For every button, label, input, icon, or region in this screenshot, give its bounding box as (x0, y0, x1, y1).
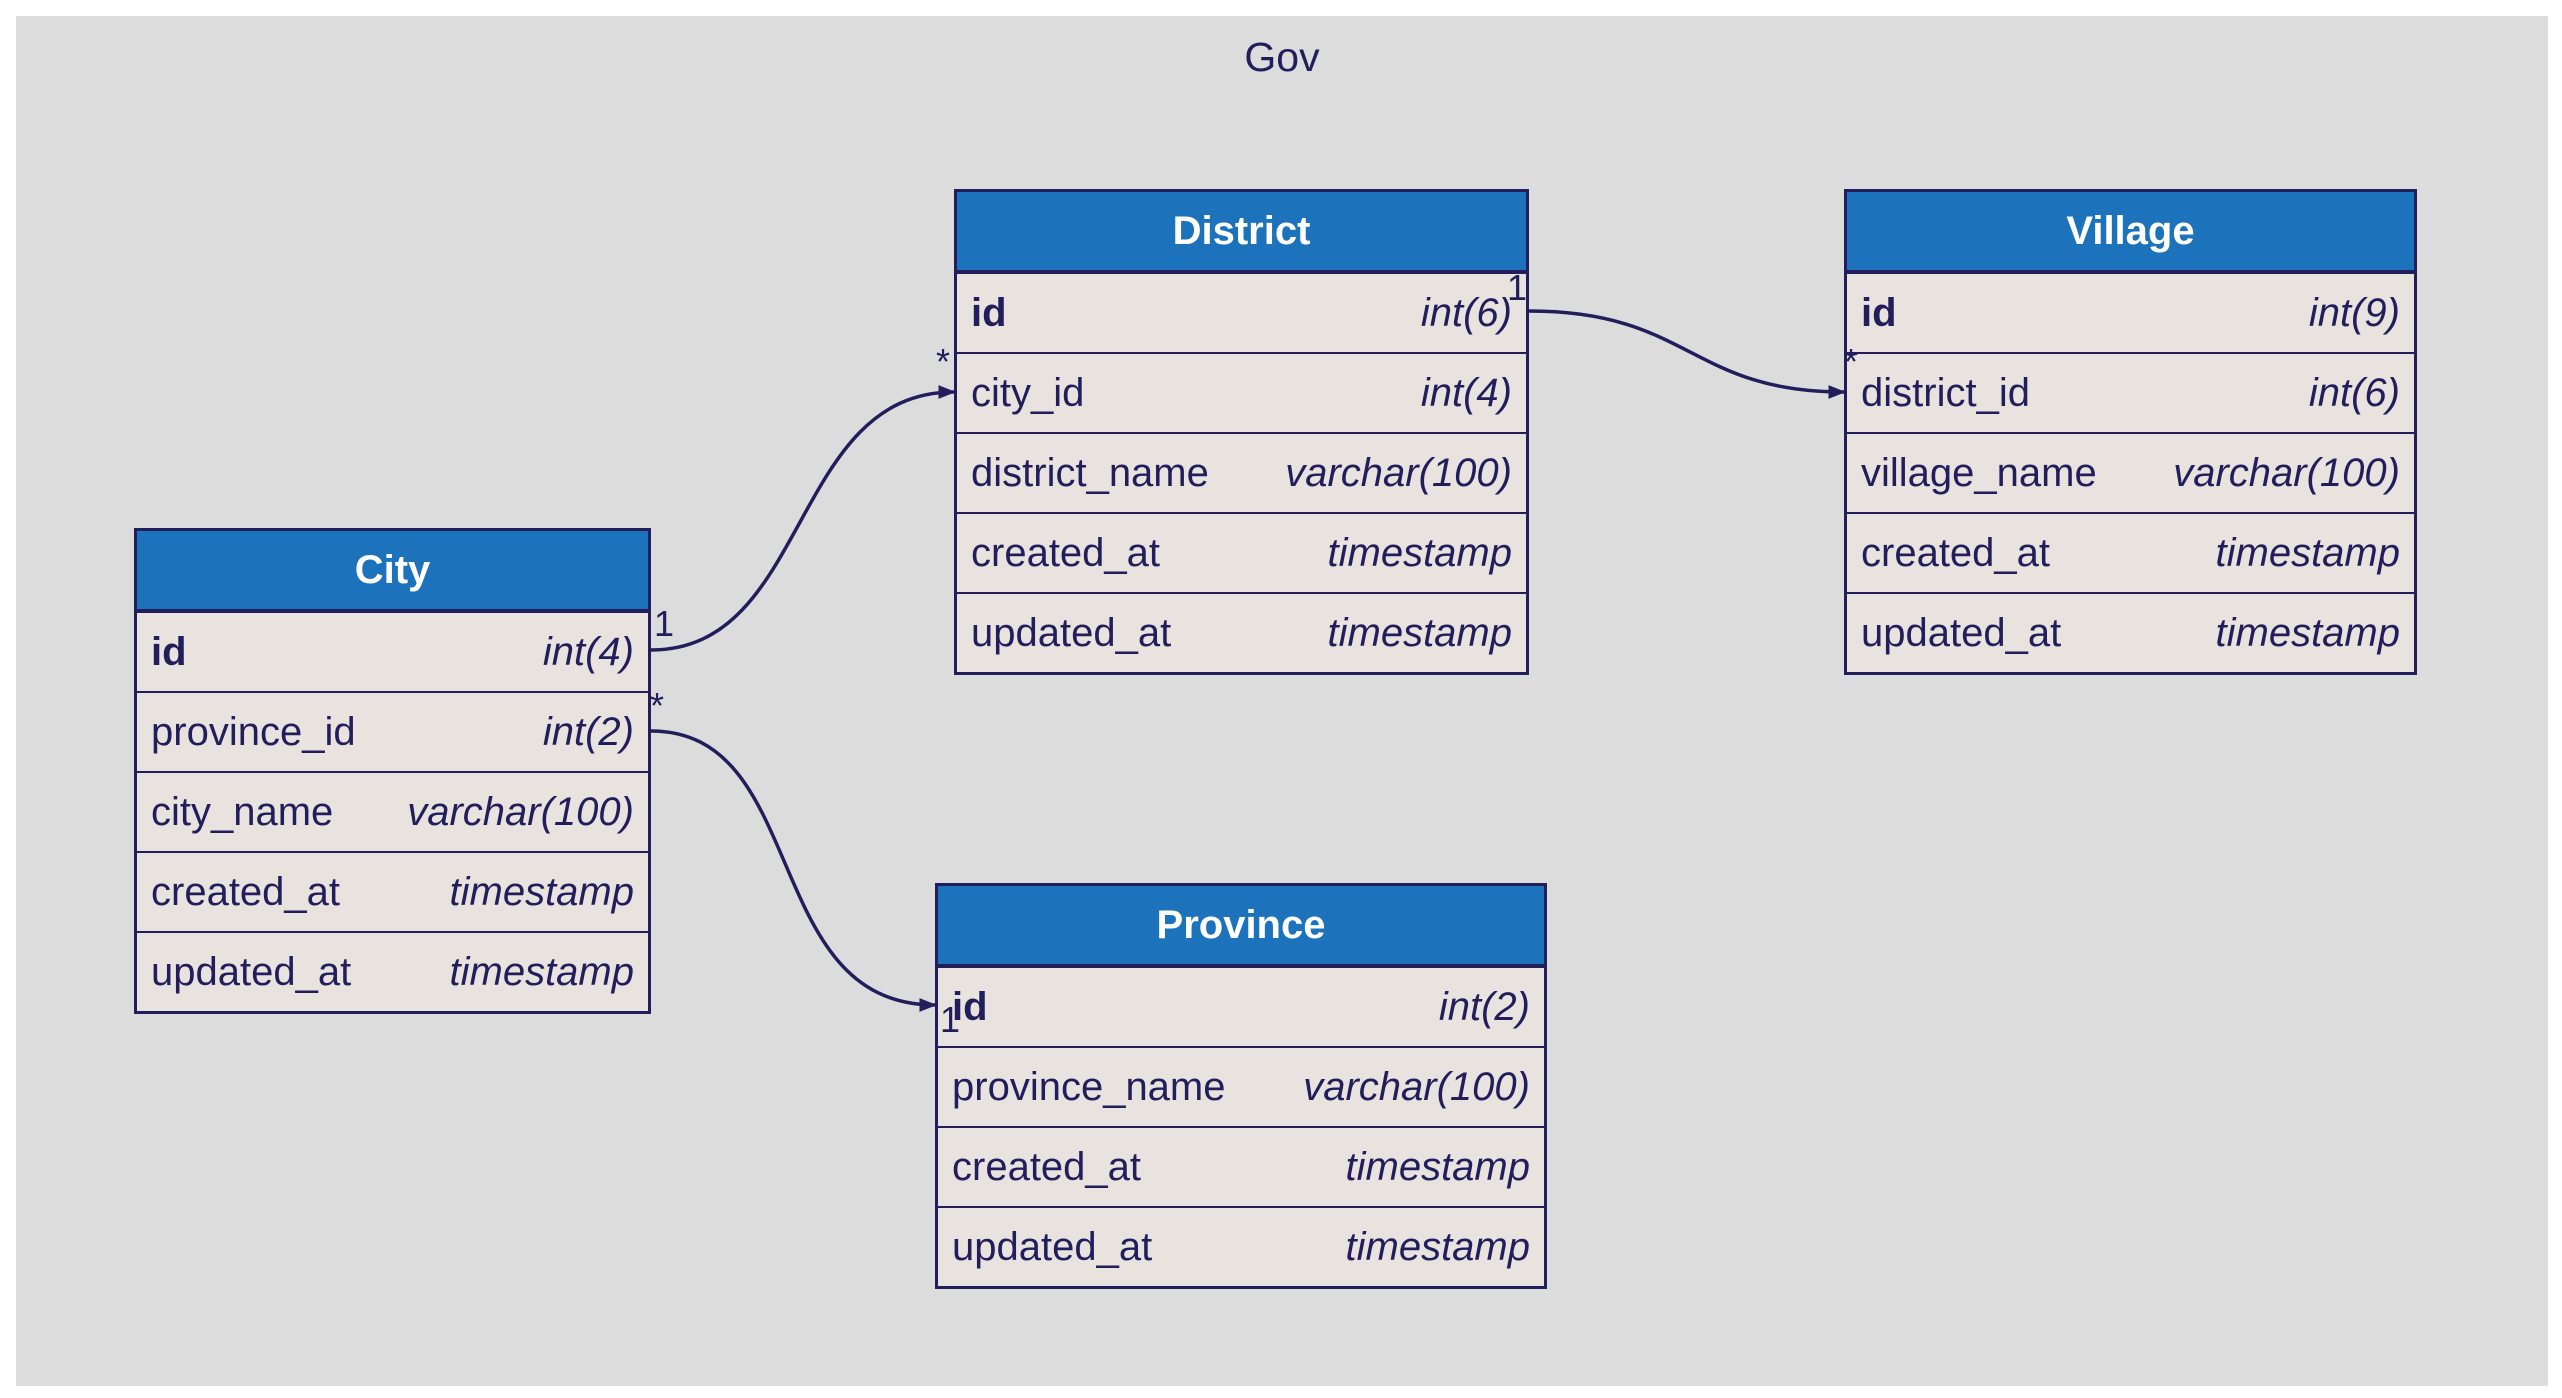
field-row[interactable]: province_id int(2) (137, 691, 648, 771)
field-type: timestamp (449, 869, 635, 914)
field-row[interactable]: updated_at timestamp (957, 592, 1526, 672)
field-name: province_name (952, 1064, 1226, 1109)
field-type: varchar(100) (1303, 1064, 1530, 1109)
table-title: District (957, 192, 1526, 272)
table-title: Village (1847, 192, 2414, 272)
field-type: timestamp (449, 949, 635, 994)
field-type: int(4) (1420, 370, 1512, 415)
field-name: updated_at (952, 1224, 1153, 1269)
table-title: Province (938, 886, 1544, 966)
field-row[interactable]: province_name varchar(100) (938, 1046, 1544, 1126)
field-type: int(6) (2308, 370, 2400, 415)
field-row[interactable]: id int(4) (137, 611, 648, 691)
table-province[interactable]: Province id int(2) province_name varchar(1… (935, 883, 1547, 1289)
field-name: city_name (151, 789, 334, 834)
field-name: district_name (971, 450, 1209, 495)
field-row[interactable]: created_at timestamp (1847, 512, 2414, 592)
field-row[interactable]: village_name varchar(100) (1847, 432, 2414, 512)
field-row[interactable]: id int(2) (938, 966, 1544, 1046)
field-type: int(2) (1438, 984, 1530, 1029)
field-type: timestamp (2215, 530, 2401, 575)
field-type: timestamp (1345, 1224, 1531, 1269)
field-name: city_id (971, 370, 1085, 415)
field-row[interactable]: district_name varchar(100) (957, 432, 1526, 512)
field-row[interactable]: updated_at timestamp (1847, 592, 2414, 672)
field-row[interactable]: created_at timestamp (137, 851, 648, 931)
table-city[interactable]: City id int(4) province_id int(2) city_nam… (134, 528, 651, 1014)
field-type: int(6) (1420, 290, 1512, 335)
field-row[interactable]: created_at timestamp (938, 1126, 1544, 1206)
field-row[interactable]: city_id int(4) (957, 352, 1526, 432)
field-type: timestamp (2215, 610, 2401, 655)
field-type: varchar(100) (1285, 450, 1512, 495)
field-name: province_id (151, 709, 356, 754)
field-row[interactable]: city_name varchar(100) (137, 771, 648, 851)
table-title: City (137, 531, 648, 611)
field-type: int(2) (542, 709, 634, 754)
field-name: created_at (151, 869, 341, 914)
field-type: timestamp (1327, 610, 1513, 655)
field-name: id (952, 984, 988, 1029)
field-type: timestamp (1345, 1144, 1531, 1189)
field-name: id (151, 629, 187, 674)
field-type: timestamp (1327, 530, 1513, 575)
field-name: district_id (1861, 370, 2030, 415)
field-type: varchar(100) (407, 789, 634, 834)
cluster-title: Gov (1244, 34, 1320, 80)
field-name: created_at (971, 530, 1161, 575)
field-name: updated_at (1861, 610, 2062, 655)
table-district[interactable]: District id int(6) city_id int(4) district… (954, 189, 1529, 675)
field-name: created_at (1861, 530, 2051, 575)
field-name: updated_at (151, 949, 352, 994)
field-name: created_at (952, 1144, 1142, 1189)
field-type: int(4) (542, 629, 634, 674)
field-name: updated_at (971, 610, 1172, 655)
field-row[interactable]: updated_at timestamp (938, 1206, 1544, 1286)
field-row[interactable]: district_id int(6) (1847, 352, 2414, 432)
field-row[interactable]: updated_at timestamp (137, 931, 648, 1011)
field-name: id (971, 290, 1007, 335)
field-name: id (1861, 290, 1897, 335)
field-type: varchar(100) (2173, 450, 2400, 495)
field-row[interactable]: id int(9) (1847, 272, 2414, 352)
table-village[interactable]: Village id int(9) district_id int(6) villa… (1844, 189, 2417, 675)
field-row[interactable]: created_at timestamp (957, 512, 1526, 592)
field-name: village_name (1861, 450, 2097, 495)
field-type: int(9) (2308, 290, 2400, 335)
field-row[interactable]: id int(6) (957, 272, 1526, 352)
